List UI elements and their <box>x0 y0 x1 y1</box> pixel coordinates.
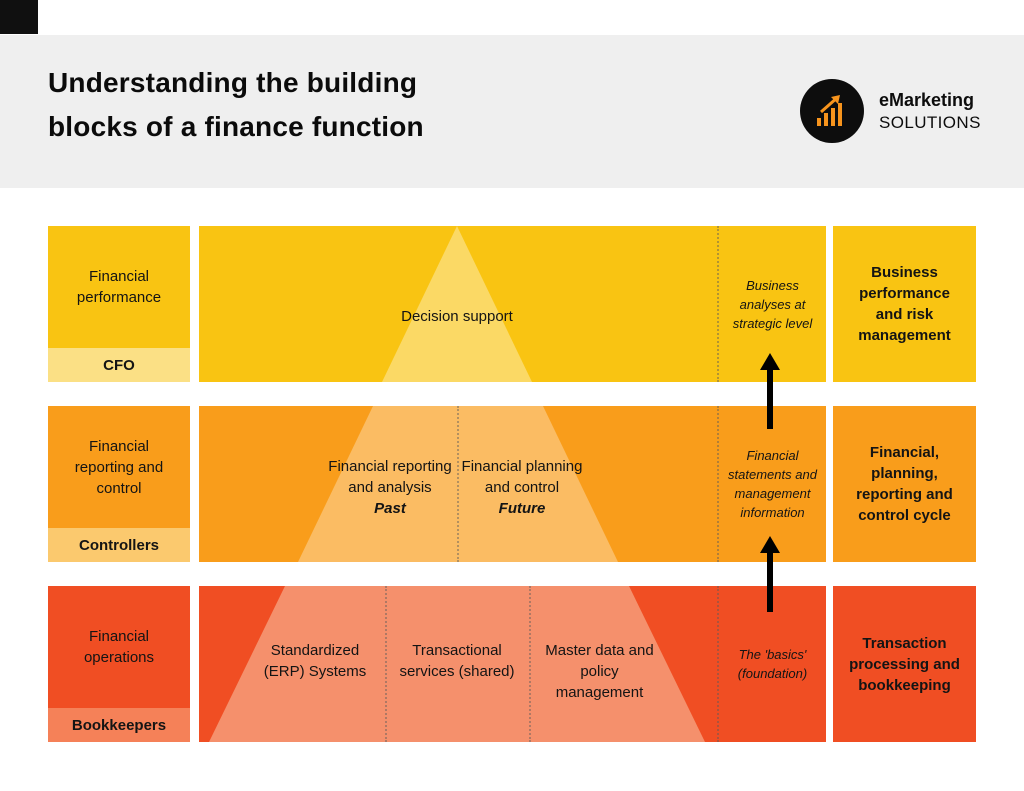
row-bookkeepers: Financial operations Bookkeepers Standar… <box>0 586 1024 742</box>
pyramid-item-emphasis-past: Past <box>374 500 406 517</box>
pyramid-base-slice <box>209 586 705 742</box>
annotation-statements: Financial statements and management info… <box>717 406 826 562</box>
pyramid-item-emphasis-future: Future <box>498 500 546 517</box>
role-band-cfo: CFO <box>48 348 190 382</box>
middle-box-row2: Financial reporting and analysis Past Fi… <box>199 406 826 562</box>
pyramid-item-label: Financial planning and control <box>461 458 583 496</box>
brand-logo: eMarketing SOLUTIONS <box>800 79 981 143</box>
left-box-financial-operations: Financial operations Bookkeepers <box>48 586 190 742</box>
brand-name-sub: SOLUTIONS <box>879 113 981 132</box>
bar-chart-growth-icon <box>800 79 864 143</box>
pyramid-item-transactional: Transactional services (shared) <box>399 642 515 680</box>
role-band-controllers: Controllers <box>48 528 190 562</box>
left-box-label: Financial performance <box>48 226 190 348</box>
role-band-bookkeepers: Bookkeepers <box>48 708 190 742</box>
left-box-label: Financial reporting and control <box>48 406 190 528</box>
corner-mark <box>0 0 38 34</box>
pyramid-item-reporting-analysis: Financial reporting and analysis Past <box>325 456 455 519</box>
pyramid-item-label: Financial reporting and analysis <box>328 458 452 496</box>
right-box-row2: Financial, planning, reporting and contr… <box>833 406 976 562</box>
header: Understanding the building blocks of a f… <box>0 35 1024 188</box>
right-box-row3: Transaction processing and bookkeeping <box>833 586 976 742</box>
middle-box-row1: Decision support Business analyses at st… <box>199 226 826 382</box>
row-cfo: Financial performance CFO Decision suppo… <box>0 226 1024 382</box>
pyramid-item-planning-control: Financial planning and control Future <box>457 456 587 519</box>
finance-pyramid-diagram: Financial performance CFO Decision suppo… <box>0 188 1024 791</box>
past-future-divider <box>457 406 459 562</box>
page-title: Understanding the building blocks of a f… <box>48 61 424 149</box>
pyramid-text-decision-support: Decision support <box>401 308 513 325</box>
row-controllers: Financial reporting and control Controll… <box>0 406 1024 562</box>
page-title-line1: Understanding the building <box>48 67 418 98</box>
pyramid-item-master-data: Master data and policy management <box>545 642 654 701</box>
pyramid-item-erp: Standardized (ERP) Systems <box>263 642 367 680</box>
base-divider-1 <box>385 586 387 742</box>
left-box-financial-reporting: Financial reporting and control Controll… <box>48 406 190 562</box>
up-arrow-to-strategic <box>756 352 784 430</box>
left-box-label: Financial operations <box>48 586 190 708</box>
brand-name: eMarketing SOLUTIONS <box>879 88 981 134</box>
right-box-row1: Business performance and risk management <box>833 226 976 382</box>
left-box-financial-performance: Financial performance CFO <box>48 226 190 382</box>
annotation-basics: The 'basics' (foundation) <box>717 586 826 742</box>
brand-name-main: eMarketing <box>879 90 975 110</box>
middle-box-row3: Standardized (ERP) Systems Transactional… <box>199 586 826 742</box>
base-divider-2 <box>529 586 531 742</box>
up-arrow-to-statements <box>756 535 784 613</box>
page-title-line2: blocks of a finance function <box>48 111 424 142</box>
annotation-strategic: Business analyses at strategic level <box>717 226 826 382</box>
